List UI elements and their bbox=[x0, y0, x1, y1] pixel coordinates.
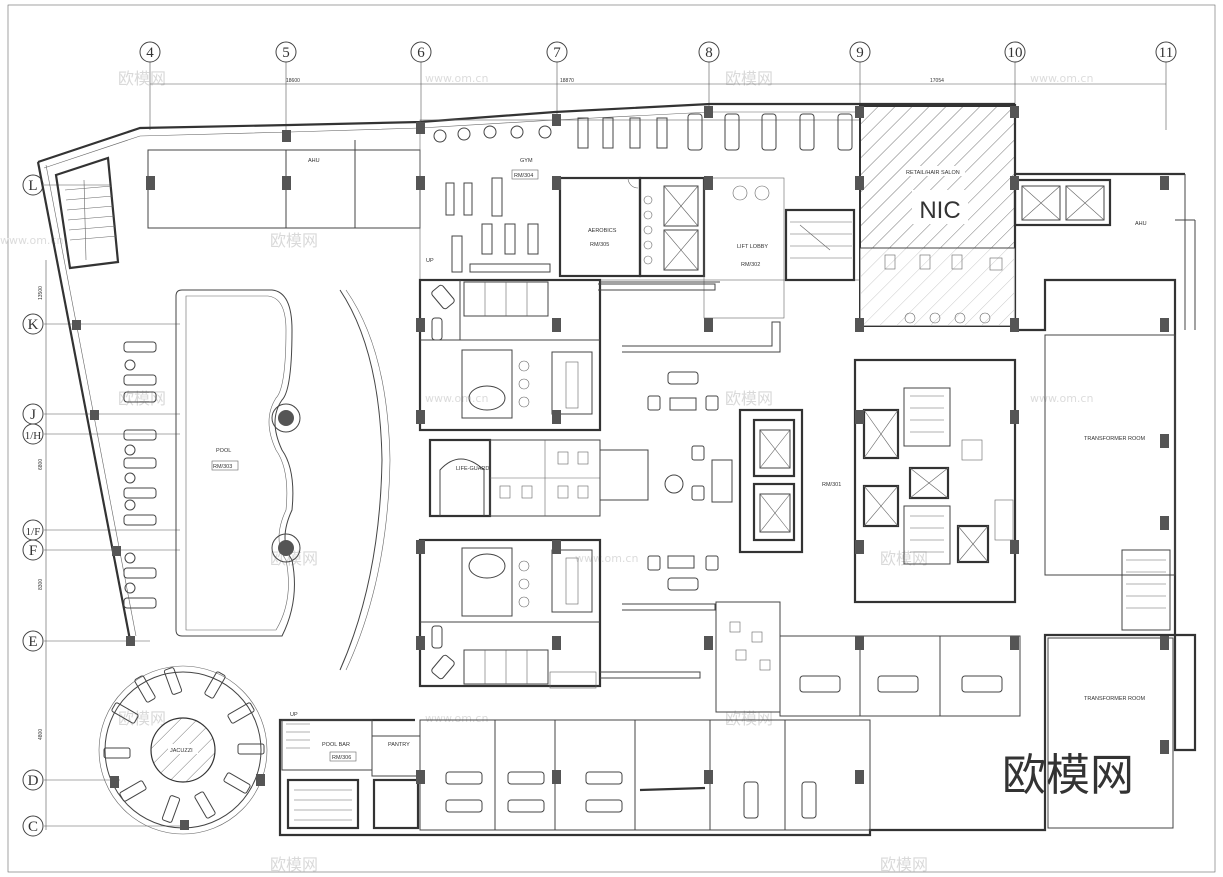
grid-row-label: D bbox=[28, 773, 39, 789]
svg-text:欧模网: 欧模网 bbox=[270, 855, 318, 874]
svg-text:欧模网: 欧模网 bbox=[270, 231, 318, 250]
dimension-label: 8300 bbox=[38, 579, 44, 590]
grid-row-label: 1/H bbox=[25, 430, 42, 442]
central-lounge bbox=[598, 281, 781, 679]
stair-top-left bbox=[54, 156, 120, 270]
grid-row-label: F bbox=[29, 543, 37, 559]
changing-rooms-lower bbox=[418, 538, 602, 689]
grid-col-label: 10 bbox=[1008, 45, 1023, 61]
grid-row-label: J bbox=[30, 407, 36, 423]
grid-col-label: 5 bbox=[282, 45, 290, 61]
svg-text:欧模网: 欧模网 bbox=[880, 855, 928, 874]
svg-text:www.om.cn: www.om.cn bbox=[1030, 72, 1093, 85]
svg-text:欧模网: 欧模网 bbox=[725, 69, 773, 88]
treatment-rooms bbox=[419, 601, 1021, 831]
room-label: LIFT LOBBY bbox=[737, 244, 768, 250]
room-tag: RM/306 bbox=[332, 755, 351, 761]
up-label: UP bbox=[290, 712, 298, 718]
dimension-label: 4800 bbox=[38, 729, 44, 740]
grid-col-label: 11 bbox=[1159, 45, 1173, 61]
grid-col-label: 6 bbox=[417, 45, 425, 61]
gym: GYM RM/304 UP bbox=[419, 113, 861, 281]
svg-text:欧模网: 欧模网 bbox=[725, 709, 773, 728]
room-label: PANTRY bbox=[388, 742, 410, 748]
svg-text:欧模网: 欧模网 bbox=[118, 69, 166, 88]
nic-label: NIC bbox=[919, 197, 960, 224]
pool: POOL RM/303 bbox=[175, 289, 391, 671]
room-label: AHU bbox=[308, 158, 320, 164]
grid-rows: L K J 1/H 1/F F E D C 13500 6800 8300 48… bbox=[22, 174, 180, 837]
svg-text:www.om.cn: www.om.cn bbox=[1030, 392, 1093, 405]
drawing-frame bbox=[7, 4, 1216, 873]
room-tag: RM/304 bbox=[514, 173, 533, 179]
svg-text:www.om.cn: www.om.cn bbox=[425, 72, 488, 85]
svg-text:www.om.cn: www.om.cn bbox=[575, 552, 638, 565]
structural-columns bbox=[72, 106, 1169, 830]
grid-col-label: 9 bbox=[856, 45, 864, 61]
grid-col-label: 8 bbox=[705, 45, 713, 61]
pool-loungers bbox=[123, 341, 157, 609]
room-label: AEROBICS bbox=[588, 228, 617, 234]
grid-row-label: C bbox=[28, 819, 38, 835]
lift-lobby: LIFT LOBBY RM/302 bbox=[638, 176, 856, 319]
grid-col-label: 4 bbox=[146, 45, 154, 61]
central-elevators: RM/301 bbox=[738, 408, 841, 554]
up-label: UP bbox=[426, 258, 434, 264]
retail-hair-salon: RETAIL/HAIR SALON NIC bbox=[859, 105, 1016, 327]
room-tag: RM/305 bbox=[590, 242, 609, 248]
room-tag: RM/303 bbox=[213, 464, 232, 470]
svg-text:欧模网: 欧模网 bbox=[118, 389, 166, 408]
transformer-rooms: TRANSFORMER ROOM TRANSFORMER ROOM bbox=[1044, 334, 1176, 829]
grid-row-label: K bbox=[28, 317, 39, 333]
lifeguard-area: LIFE-GUARD bbox=[428, 438, 601, 518]
svg-text:www.om.cn: www.om.cn bbox=[425, 712, 488, 725]
grid-col-label: 7 bbox=[553, 45, 561, 61]
svg-text:欧模网: 欧模网 bbox=[118, 709, 166, 728]
grid-row-label: E bbox=[28, 634, 37, 650]
dimension-label: 6800 bbox=[38, 459, 44, 470]
watermark-logo: 欧模网 bbox=[1002, 750, 1134, 801]
svg-text:www.om.cn: www.om.cn bbox=[0, 234, 63, 247]
right-service-core bbox=[853, 358, 1017, 604]
watermarks: 欧模网 www.om.cn 欧模网 www.om.cn 欧模网 www.om.c… bbox=[0, 69, 1093, 874]
room-label: AHU bbox=[1135, 221, 1147, 227]
grid-row-label: 1/F bbox=[26, 526, 41, 538]
svg-text:www.om.cn: www.om.cn bbox=[425, 392, 488, 405]
room-label: RETAIL/HAIR SALON bbox=[906, 170, 960, 176]
dimension-label: 17054 bbox=[930, 78, 944, 84]
room-tag: RM/302 bbox=[741, 262, 760, 268]
room-label: POOL bbox=[216, 448, 231, 454]
dimension-label: 18870 bbox=[560, 78, 574, 84]
right-core-top: AHU bbox=[1013, 178, 1147, 227]
grid-columns: 4 5 6 7 8 9 10 11 18600 18870 17054 bbox=[139, 41, 1177, 130]
room-label: LIFE-GUARD bbox=[456, 466, 489, 472]
svg-text:欧模网: 欧模网 bbox=[725, 389, 773, 408]
aerobics-room: AEROBICS RM/305 bbox=[558, 176, 642, 278]
room-label: JACUZZI bbox=[170, 748, 193, 754]
room-tag: RM/301 bbox=[822, 482, 841, 488]
room-label: TRANSFORMER ROOM bbox=[1084, 696, 1146, 702]
pool-bar: POOL BAR RM/306 PANTRY UP bbox=[281, 712, 421, 830]
dimension-label: 13500 bbox=[38, 286, 44, 300]
grid-row-label: L bbox=[28, 178, 37, 194]
jacuzzi: JACUZZI bbox=[98, 665, 268, 835]
building-envelope bbox=[36, 102, 1197, 837]
room-label: GYM bbox=[520, 158, 533, 164]
room-label: POOL BAR bbox=[322, 742, 350, 748]
changing-rooms-upper bbox=[418, 278, 602, 432]
room-label: TRANSFORMER ROOM bbox=[1084, 436, 1146, 442]
dimension-label: 18600 bbox=[286, 78, 300, 84]
